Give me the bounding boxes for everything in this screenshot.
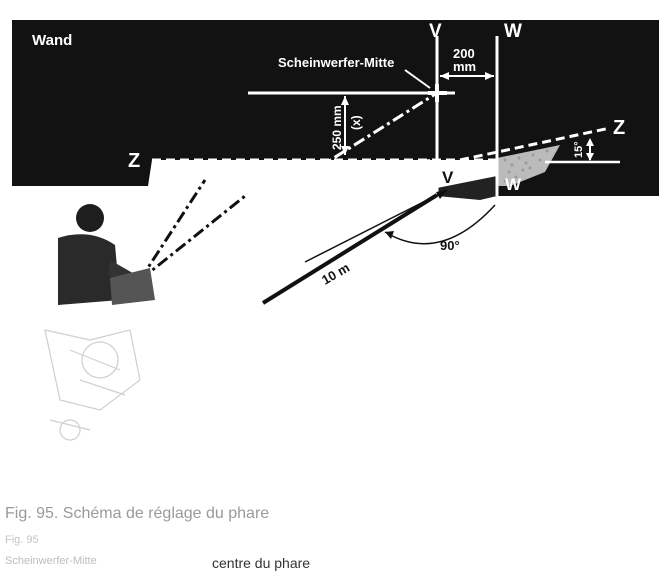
- height-arrowhead-bottom: [341, 146, 349, 155]
- angle-15-arrowhead-top: [586, 138, 594, 146]
- beam-line-to-center: [139, 91, 438, 282]
- height-arrowhead-top: [341, 96, 349, 105]
- w-label-top: W: [504, 21, 522, 42]
- beam-line-to-center-floor: [139, 194, 246, 282]
- distance-arrowhead: [436, 190, 447, 199]
- angle-90-label: 90°: [440, 238, 460, 253]
- angle-15-label: 15°: [573, 141, 585, 158]
- offset-value-label: 200: [453, 46, 475, 61]
- z-line-15deg: [459, 126, 611, 162]
- mechanic-figure: [58, 204, 155, 305]
- offset-unit-label: mm: [453, 59, 476, 74]
- beam-line-to-base-floor: [138, 179, 207, 281]
- angle-90-arc: [384, 204, 496, 245]
- angle-15-arrowhead-bottom: [586, 153, 594, 161]
- offset-arrowhead-left: [440, 72, 449, 80]
- motorcycle-sketch: [44, 329, 141, 441]
- angle-90-arrowhead: [385, 231, 394, 239]
- caption-line-3-french: centre du phare: [212, 555, 310, 571]
- wall-label: Wand: [32, 32, 72, 49]
- caption-line-1: Fig. 95. Schéma de réglage du phare: [5, 505, 269, 522]
- height-var-label: (x): [349, 115, 363, 130]
- v-label-top: V: [429, 21, 442, 42]
- beam-line-to-base: [204, 158, 438, 182]
- z-label-left: Z: [128, 150, 140, 172]
- caption-line-2: Fig. 95: [5, 534, 39, 546]
- headlight-center-label: Scheinwerfer-Mitte: [278, 55, 394, 70]
- beam-dots: [503, 149, 549, 183]
- distance-line: [261, 193, 439, 305]
- floor-shadow: [437, 176, 497, 200]
- w-label-bottom: W: [505, 175, 522, 194]
- distance-dimension-line: [304, 189, 448, 263]
- caption-line-3: Scheinwerfer-Mitte: [5, 555, 97, 567]
- offset-arrowhead-right: [485, 72, 494, 80]
- beam-spray: [497, 145, 560, 186]
- v-label-bottom: V: [442, 168, 454, 187]
- height-value-label: 250 mm: [330, 105, 344, 150]
- z-label-right: Z: [613, 117, 625, 139]
- headlight-leader: [404, 69, 431, 89]
